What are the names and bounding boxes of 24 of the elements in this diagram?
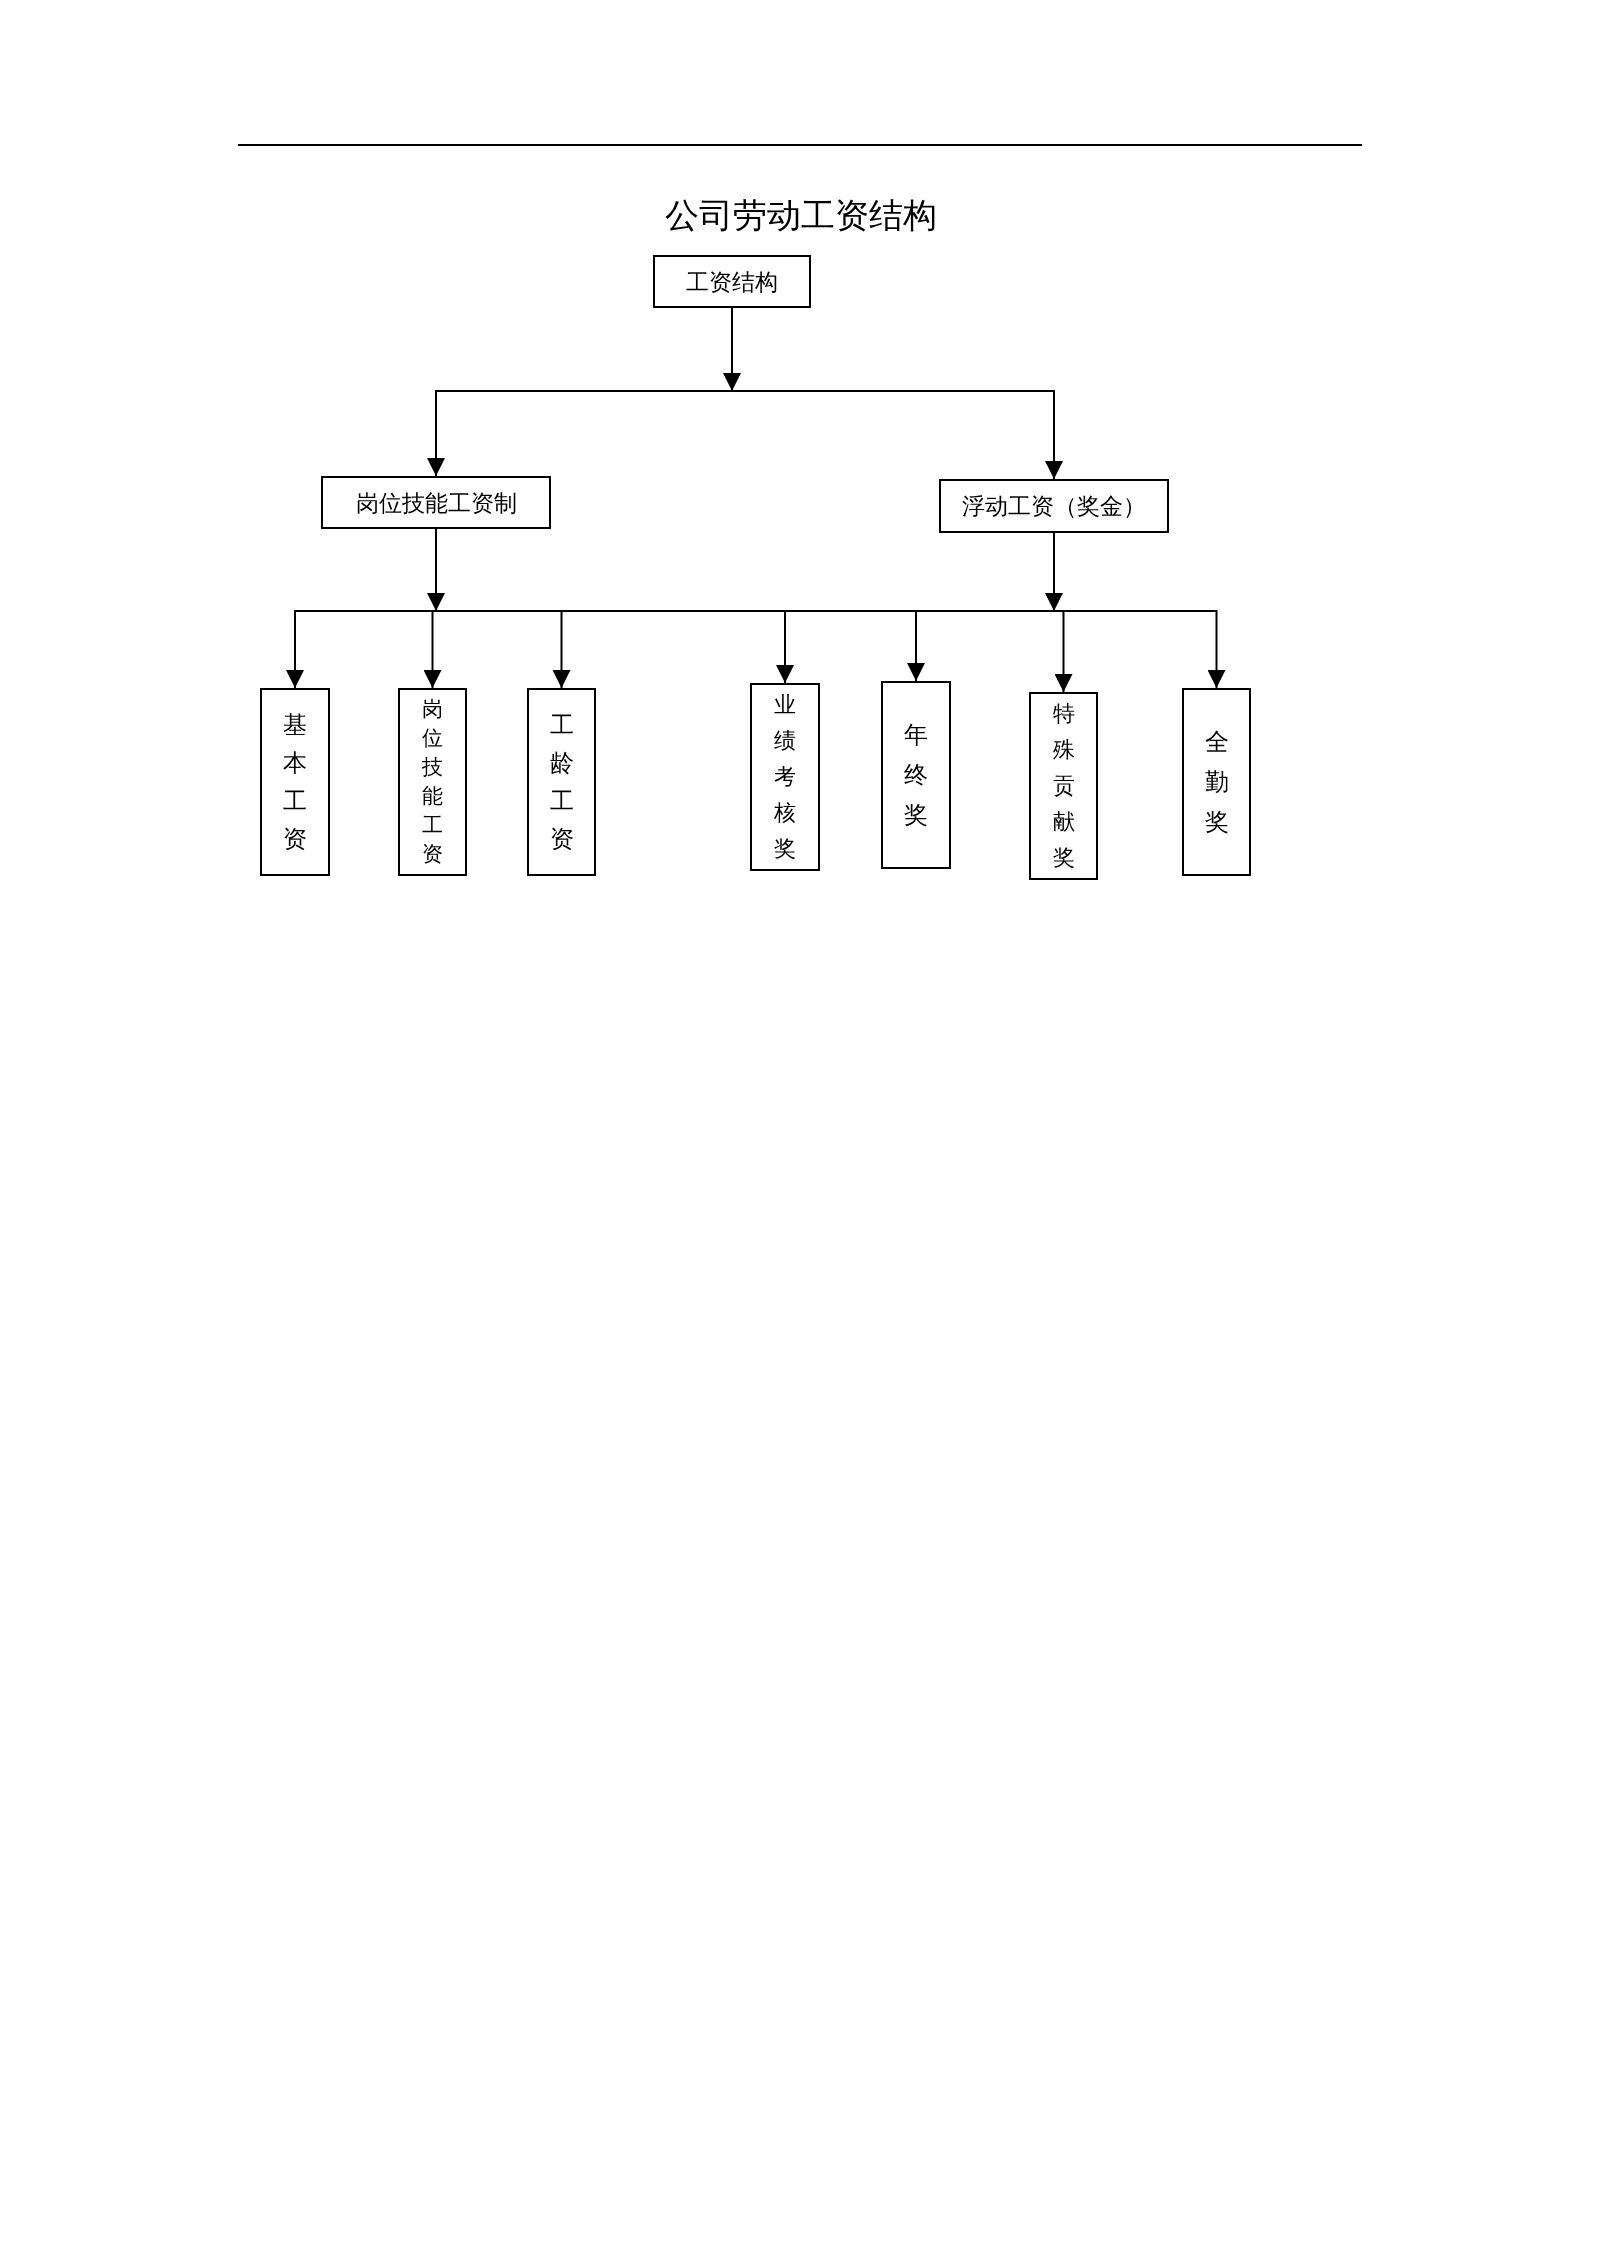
diagram-title: 公司劳动工资结构 — [665, 196, 937, 236]
connector-trunk — [427, 528, 445, 612]
category-label: 岗位技能工资 — [422, 696, 443, 868]
category-box — [881, 681, 951, 869]
category-box — [260, 688, 330, 876]
category-box — [1029, 692, 1098, 880]
category-box — [1182, 688, 1251, 876]
connector-trunk — [723, 307, 741, 392]
category-label: 浮动工资（奖金） — [962, 492, 1146, 520]
category-label: 基本工资 — [283, 710, 307, 855]
category-label: 业绩考核奖 — [774, 691, 796, 863]
category-box — [321, 476, 551, 529]
category-label: 年终奖 — [904, 720, 928, 831]
category-label: 工龄工资 — [549, 710, 574, 855]
connector-trunk — [1045, 532, 1063, 612]
category-label: 全勤奖 — [1204, 727, 1229, 838]
category-box — [750, 683, 820, 871]
category-box — [398, 688, 467, 876]
category-box — [939, 479, 1169, 533]
category-box — [527, 688, 596, 876]
category-label: 工资结构 — [686, 267, 778, 296]
category-label: 特殊贡献奖 — [1052, 700, 1075, 872]
category-label: 岗位技能工资制 — [355, 488, 517, 517]
category-box — [653, 255, 811, 308]
